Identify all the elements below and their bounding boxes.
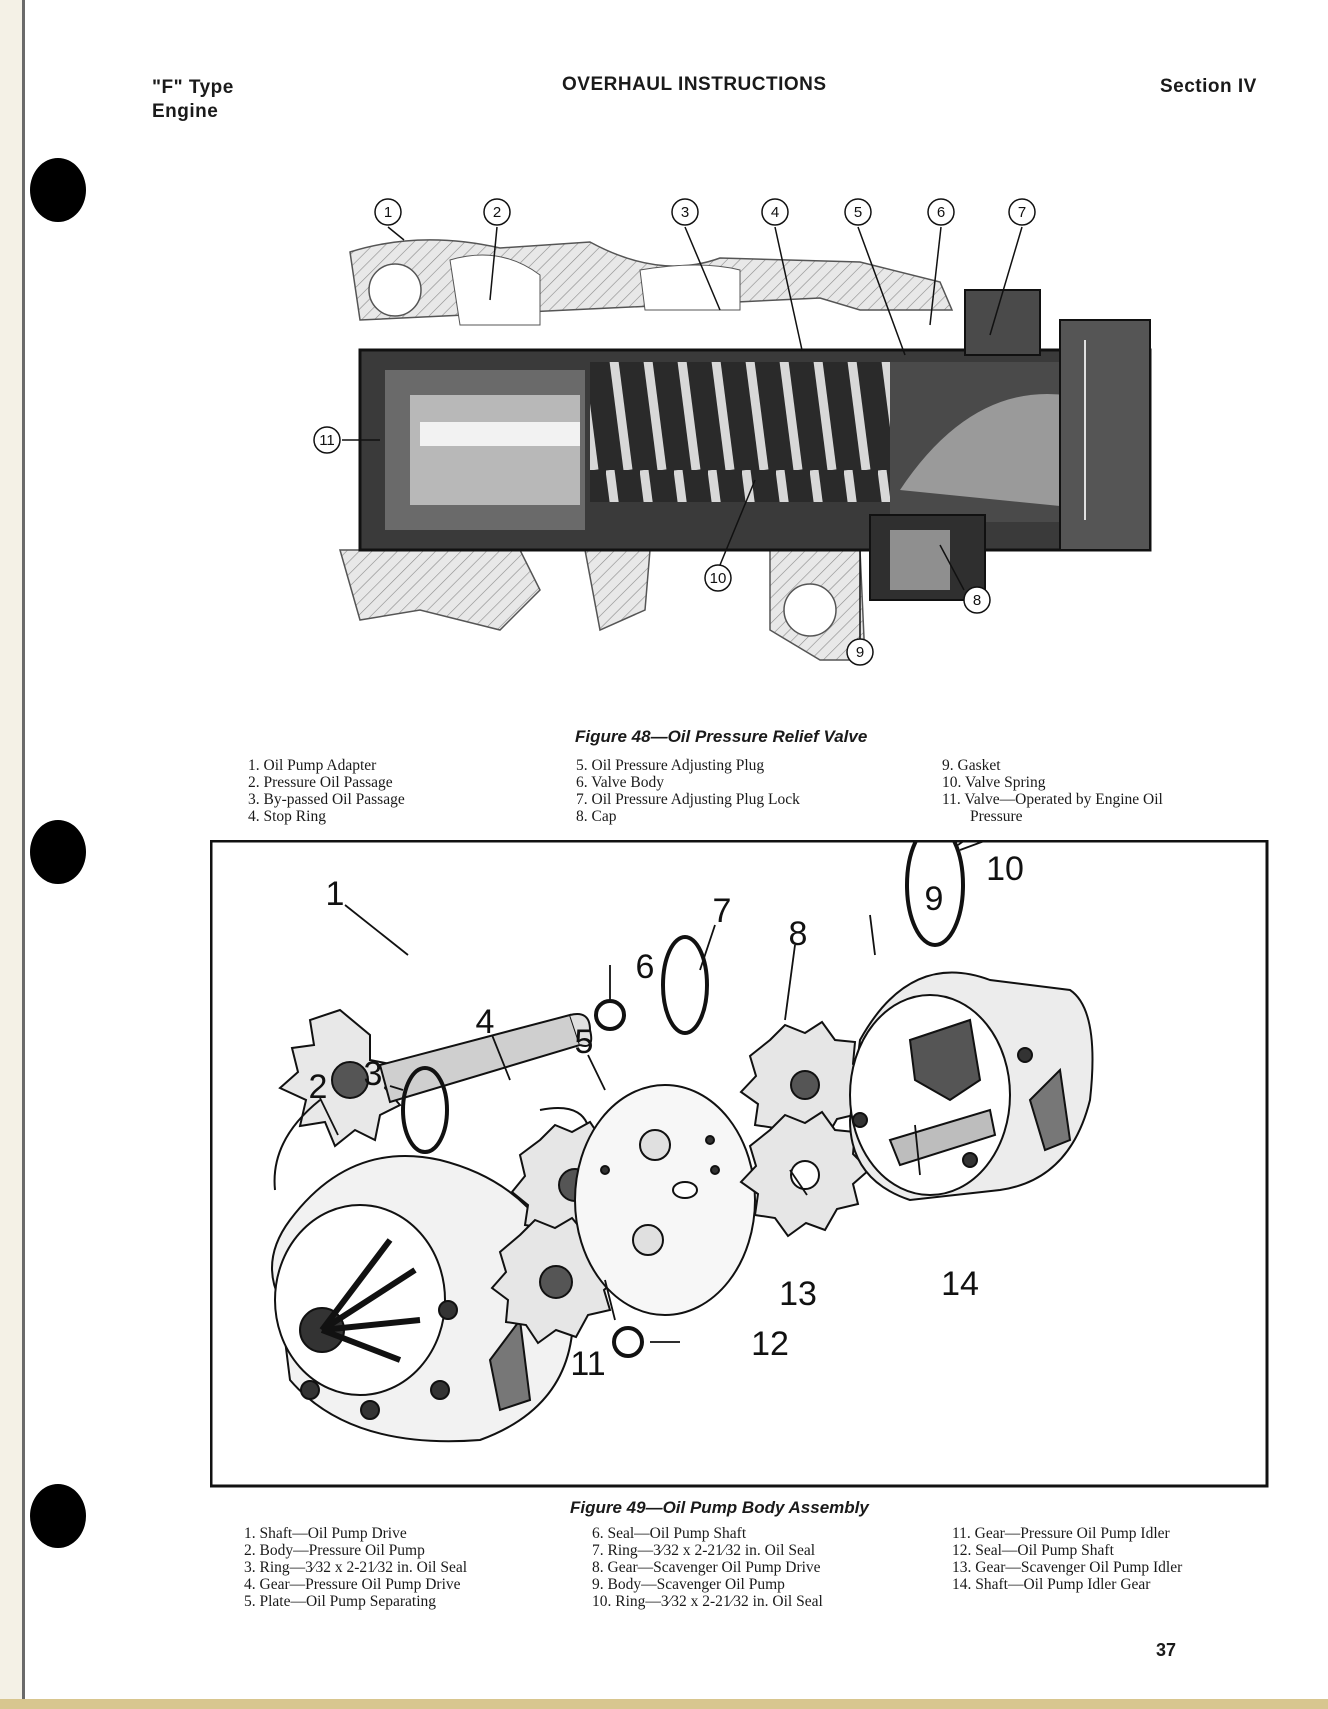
legend-item: 12. Seal—Oil Pump Shaft [952,1542,1114,1559]
legend-item: 1. Oil Pump Adapter [248,757,377,774]
callout-label: 9 [925,880,944,918]
punch-hole [30,820,86,884]
legend-item: 7. Ring—3⁄32 x 2-21⁄32 in. Oil Seal [592,1542,816,1559]
legend-item: 6. Seal—Oil Pump Shaft [592,1525,747,1542]
page-title: OVERHAUL INSTRUCTIONS [562,74,827,95]
callout-label: 6 [636,948,655,986]
callout-marker [761,198,789,226]
callout-label: 8 [789,915,808,953]
legend-item: 2. Body—Pressure Oil Pump [244,1542,425,1559]
figure-48-caption: Figure 48—Oil Pressure Relief Valve [575,727,868,746]
callout-label: 5 [575,1023,594,1061]
legend-item: 11. Gear—Pressure Oil Pump Idler [952,1525,1170,1542]
header-left-line2: Engine [152,101,219,122]
callout-label: 7 [713,892,732,930]
legend-item: 3. By-passed Oil Passage [248,791,405,808]
header-left-line1: "F" Type [152,77,234,98]
callout-marker [963,586,991,614]
legend-item: 11. Valve—Operated by Engine Oil [942,791,1163,808]
legend-item: 5. Oil Pressure Adjusting Plug [576,757,765,774]
callout-marker [671,198,699,226]
legend-item: 3. Ring—3⁄32 x 2-21⁄32 in. Oil Seal [244,1559,468,1576]
legend-item: 6. Valve Body [576,774,664,791]
legend-item: 9. Body—Scavenger Oil Pump [592,1576,785,1593]
callout-label: 5 [854,204,862,221]
page-bottom-edge [0,1699,1328,1709]
callout-marker [374,198,402,226]
callout-label: 2 [309,1068,328,1106]
callout-label: 12 [751,1325,789,1363]
callout-marker [846,638,874,666]
callout-label: 11 [570,1345,605,1383]
callout-label: 3 [364,1055,383,1093]
legend-item: 10. Ring—3⁄32 x 2-21⁄32 in. Oil Seal [592,1593,823,1610]
figure-48-relief-valve: 1 2 3 4 5 6 7 8 9 10 11 [313,198,1152,666]
callout-marker [704,564,732,592]
callout-label: 8 [973,592,981,609]
figure-49-caption: Figure 49—Oil Pump Body Assembly [570,1498,869,1517]
figure-48-legend-col1: 1. Oil Pump Adapter 2. Pressure Oil Pass… [248,757,405,825]
legend-item: 8. Cap [576,808,617,825]
callout-label: 4 [771,204,779,221]
legend-item: 4. Stop Ring [248,808,326,825]
callout-label: 9 [856,644,864,661]
callout-label: 10 [710,570,727,587]
page-spine [0,0,22,1709]
callout-label: 10 [986,850,1024,888]
callout-label: 13 [779,1275,817,1313]
section-label: Section IV [1160,76,1257,97]
callout-label: 7 [1018,204,1026,221]
punch-hole [30,158,86,222]
legend-item: 10. Valve Spring [942,774,1046,791]
oil-seal-ring-shape [905,840,965,947]
shaft-seal-shape [612,1326,644,1358]
legend-item-continuation: Pressure [970,808,1023,825]
figure-48-legend-col2: 5. Oil Pressure Adjusting Plug 6. Valve … [576,757,800,825]
legend-item: 5. Plate—Oil Pump Separating [244,1593,437,1610]
callout-label: 14 [941,1265,979,1303]
callout-marker [483,198,511,226]
callout-marker [1008,198,1036,226]
legend-item: 1. Shaft—Oil Pump Drive [244,1525,407,1542]
legend-item: 14. Shaft—Oil Pump Idler Gear [952,1576,1151,1593]
figure-49-oil-pump-body: 1 2 3 4 5 6 7 8 9 10 11 12 13 14 [210,840,1269,1488]
callout-label: 4 [476,1003,495,1041]
pump-body-face [274,1204,446,1396]
oil-seal-ring-shape [401,1066,449,1154]
callout-label: 6 [937,204,945,221]
callout-marker [313,426,341,454]
header-engine-type: "F" Type Engine [152,76,234,124]
shaft-seal-shape [594,999,626,1031]
legend-item: 13. Gear—Scavenger Oil Pump Idler [952,1559,1183,1576]
separating-plate-shape [574,1084,756,1316]
legend-item: 8. Gear—Scavenger Oil Pump Drive [592,1559,821,1576]
figure-49-legend-col1: 1. Shaft—Oil Pump Drive 2. Body—Pressure… [244,1525,467,1610]
callout-label: 1 [384,204,392,221]
figure-48-legend-col3: 9. Gasket 10. Valve Spring 11. Valve—Ope… [942,757,1163,825]
punch-hole [30,1484,86,1548]
oil-seal-ring-shape [661,935,709,1035]
binding-edge [22,0,25,1709]
callout-marker [844,198,872,226]
figure-49-legend-col3: 11. Gear—Pressure Oil Pump Idler 12. Sea… [952,1525,1182,1593]
page-number: 37 [1155,1640,1176,1660]
legend-item: 7. Oil Pressure Adjusting Plug Lock [576,791,800,808]
legend-item: 2. Pressure Oil Passage [248,774,393,791]
callout-marker [927,198,955,226]
figure-49-legend-col2: 6. Seal—Oil Pump Shaft 7. Ring—3⁄32 x 2-… [592,1525,823,1610]
callout-label: 2 [493,204,501,221]
gear-hub [331,1061,369,1099]
callout-label: 3 [681,204,689,221]
legend-item: 9. Gasket [942,757,1001,774]
callout-label: 11 [319,432,335,449]
callout-label: 1 [326,875,345,913]
legend-item: 4. Gear—Pressure Oil Pump Drive [244,1576,461,1593]
